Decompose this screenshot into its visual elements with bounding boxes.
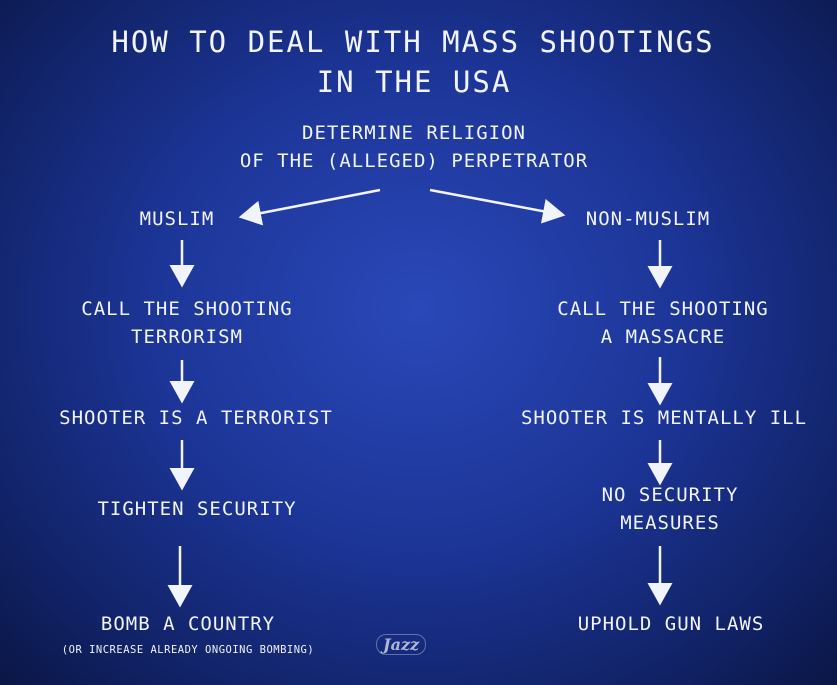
right-step3-line-2: MEASURES xyxy=(620,512,720,534)
title-line-2: IN THE USA xyxy=(316,65,512,99)
right-step4: UPHOLD GUN LAWS xyxy=(577,613,765,635)
left-step2: SHOOTER IS A TERRORIST xyxy=(59,407,333,429)
left-step4-note: (OR INCREASE ALREADY ONGOING BOMBING) xyxy=(61,644,315,656)
left-step3: TIGHTEN SECURITY xyxy=(97,498,297,520)
branch-muslim: MUSLIM xyxy=(139,208,215,230)
arrow-root-to-non-muslim xyxy=(429,188,566,224)
left-step1-line-2: TERRORISM xyxy=(131,326,243,348)
arrow-root-to-muslim xyxy=(238,188,381,226)
right-step3-line-1: NO SECURITY xyxy=(601,484,739,506)
right-step2: SHOOTER IS MENTALLY ILL xyxy=(520,407,808,429)
watermark-logo: Jazz xyxy=(376,634,427,655)
root-line-2: OF THE (ALLEGED) PERPETRATOR xyxy=(239,150,589,172)
right-step1-line-1: CALL THE SHOOTING xyxy=(557,298,769,320)
left-step4: BOMB A COUNTRY xyxy=(100,613,276,635)
title-line-1: HOW TO DEAL WITH MASS SHOOTINGS xyxy=(111,25,715,59)
right-step1-line-2: A MASSACRE xyxy=(600,326,726,348)
branch-non-muslim: NON-MUSLIM xyxy=(585,208,711,230)
root-line-1: DETERMINE RELIGION xyxy=(302,122,526,144)
left-step1-line-1: CALL THE SHOOTING xyxy=(81,298,293,320)
